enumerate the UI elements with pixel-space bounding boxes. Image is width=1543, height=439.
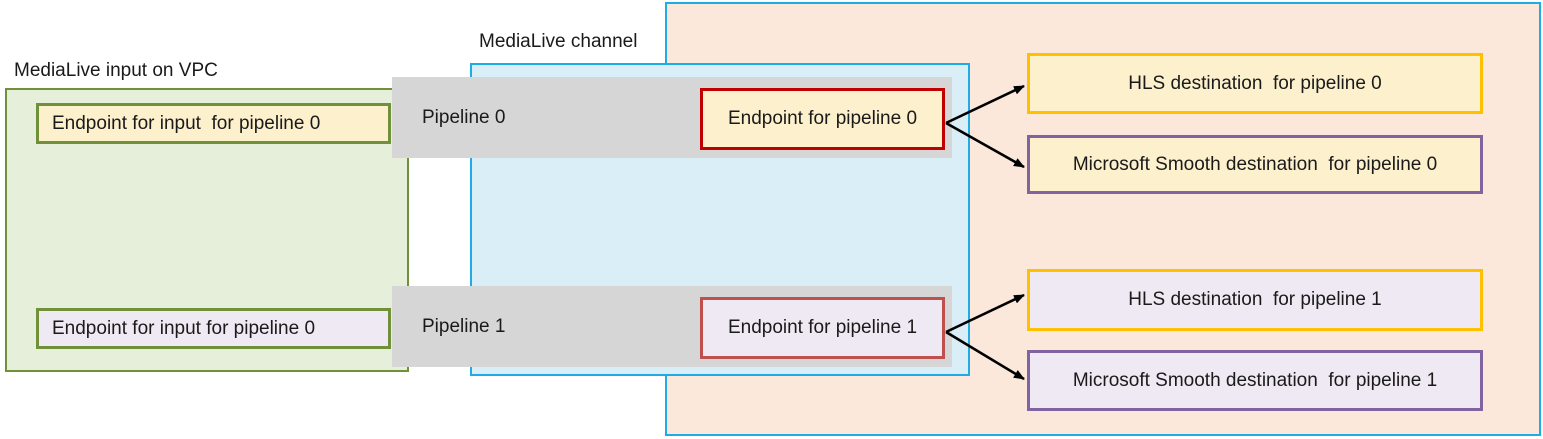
- medialive-channel-title: MediaLive channel: [479, 31, 638, 52]
- microsoft-smooth-destination-pipeline-0: Microsoft Smooth destination for pipelin…: [1027, 135, 1483, 194]
- endpoint-for-pipeline-1-label: Endpoint for pipeline 1: [727, 317, 918, 338]
- hls-destination-pipeline-1-label: HLS destination for pipeline 1: [1128, 289, 1382, 310]
- input-endpoint-pipeline-0: Endpoint for input for pipeline 0: [36, 103, 391, 144]
- hls-destination-pipeline-1: HLS destination for pipeline 1: [1027, 269, 1483, 331]
- input-endpoint-pipeline-1-label: Endpoint for input for pipeline 0: [52, 317, 316, 339]
- microsoft-smooth-destination-pipeline-1-label: Microsoft Smooth destination for pipelin…: [1072, 369, 1438, 391]
- hls-destination-pipeline-0: HLS destination for pipeline 0: [1027, 53, 1483, 114]
- pipeline-0-label: Pipeline 0: [422, 106, 506, 128]
- pipeline-1-label: Pipeline 1: [422, 315, 506, 337]
- medialive-input-vpc-title: MediaLive input on VPC: [14, 60, 218, 81]
- hls-destination-pipeline-0-label: HLS destination for pipeline 0: [1128, 72, 1382, 94]
- input-endpoint-pipeline-0-label: Endpoint for input for pipeline 0: [52, 112, 321, 134]
- endpoint-for-pipeline-1: Endpoint for pipeline 1: [700, 297, 945, 359]
- microsoft-smooth-destination-pipeline-1: Microsoft Smooth destination for pipelin…: [1027, 350, 1483, 411]
- microsoft-smooth-destination-pipeline-0-label: Microsoft Smooth destination for pipelin…: [1072, 153, 1438, 175]
- input-endpoint-pipeline-1: Endpoint for input for pipeline 0: [36, 308, 391, 349]
- endpoint-for-pipeline-0-label: Endpoint for pipeline 0: [727, 108, 918, 129]
- endpoint-for-pipeline-0: Endpoint for pipeline 0: [700, 88, 945, 150]
